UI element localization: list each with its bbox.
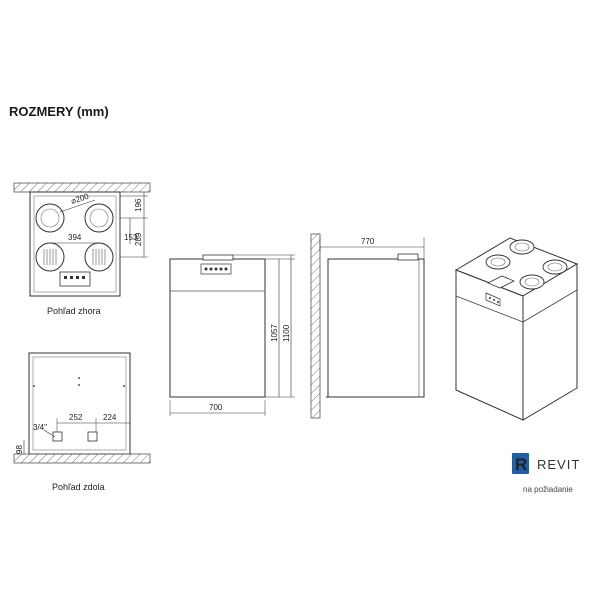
page-title: ROZMERY (mm): [9, 104, 109, 119]
dim-770: 770: [361, 237, 375, 246]
bottom-view-outline: [28, 352, 131, 455]
duct-circle-top-left: [35, 203, 65, 233]
floor-hatch: [13, 453, 151, 464]
top-control-panel: [59, 271, 91, 287]
revit-subtitle: na požiadanie: [523, 485, 573, 494]
bottom-view-caption: Pohľad zdola: [52, 482, 105, 492]
dim-196: 196: [134, 198, 143, 212]
dim-394: 394: [68, 233, 82, 242]
drain-connection-left: [52, 431, 63, 442]
side-view: 770: [310, 233, 425, 419]
dim-1100: 1100: [282, 324, 291, 342]
side-view-outline: [327, 258, 425, 398]
dim-153: 153: [124, 233, 138, 242]
duct-circle-top-right: [84, 203, 114, 233]
ceiling-hatch: [13, 182, 151, 193]
revit-logo: R REVIT na požiadanie: [512, 453, 580, 494]
dim-289: 289: [134, 232, 143, 246]
front-view: 700 1057 1100: [169, 254, 295, 416]
top-view: ⌀200 394 196 153 289 Pohľad zhora: [13, 182, 151, 316]
front-view-outline: [169, 258, 266, 398]
duct-circle-bottom-left: [35, 242, 65, 272]
duct-circle-bottom-right: [84, 242, 114, 272]
top-view-caption: Pohľad zhora: [47, 306, 101, 316]
dim-224: 224: [103, 413, 117, 422]
dim-three-quarter-inch: 3/4": [33, 423, 47, 432]
isometric-view: [454, 237, 579, 421]
dim-98: 98: [15, 445, 24, 454]
bottom-view: 252 224 3/4" 98 Pohľad zdola: [13, 352, 151, 492]
drain-connection-right: [87, 431, 98, 442]
revit-logo-letter: R: [515, 455, 527, 474]
dim-1057: 1057: [270, 324, 279, 342]
dim-252: 252: [69, 413, 83, 422]
dim-700: 700: [209, 403, 223, 412]
wall-hatch: [310, 233, 321, 419]
revit-name: REVIT: [537, 457, 580, 472]
